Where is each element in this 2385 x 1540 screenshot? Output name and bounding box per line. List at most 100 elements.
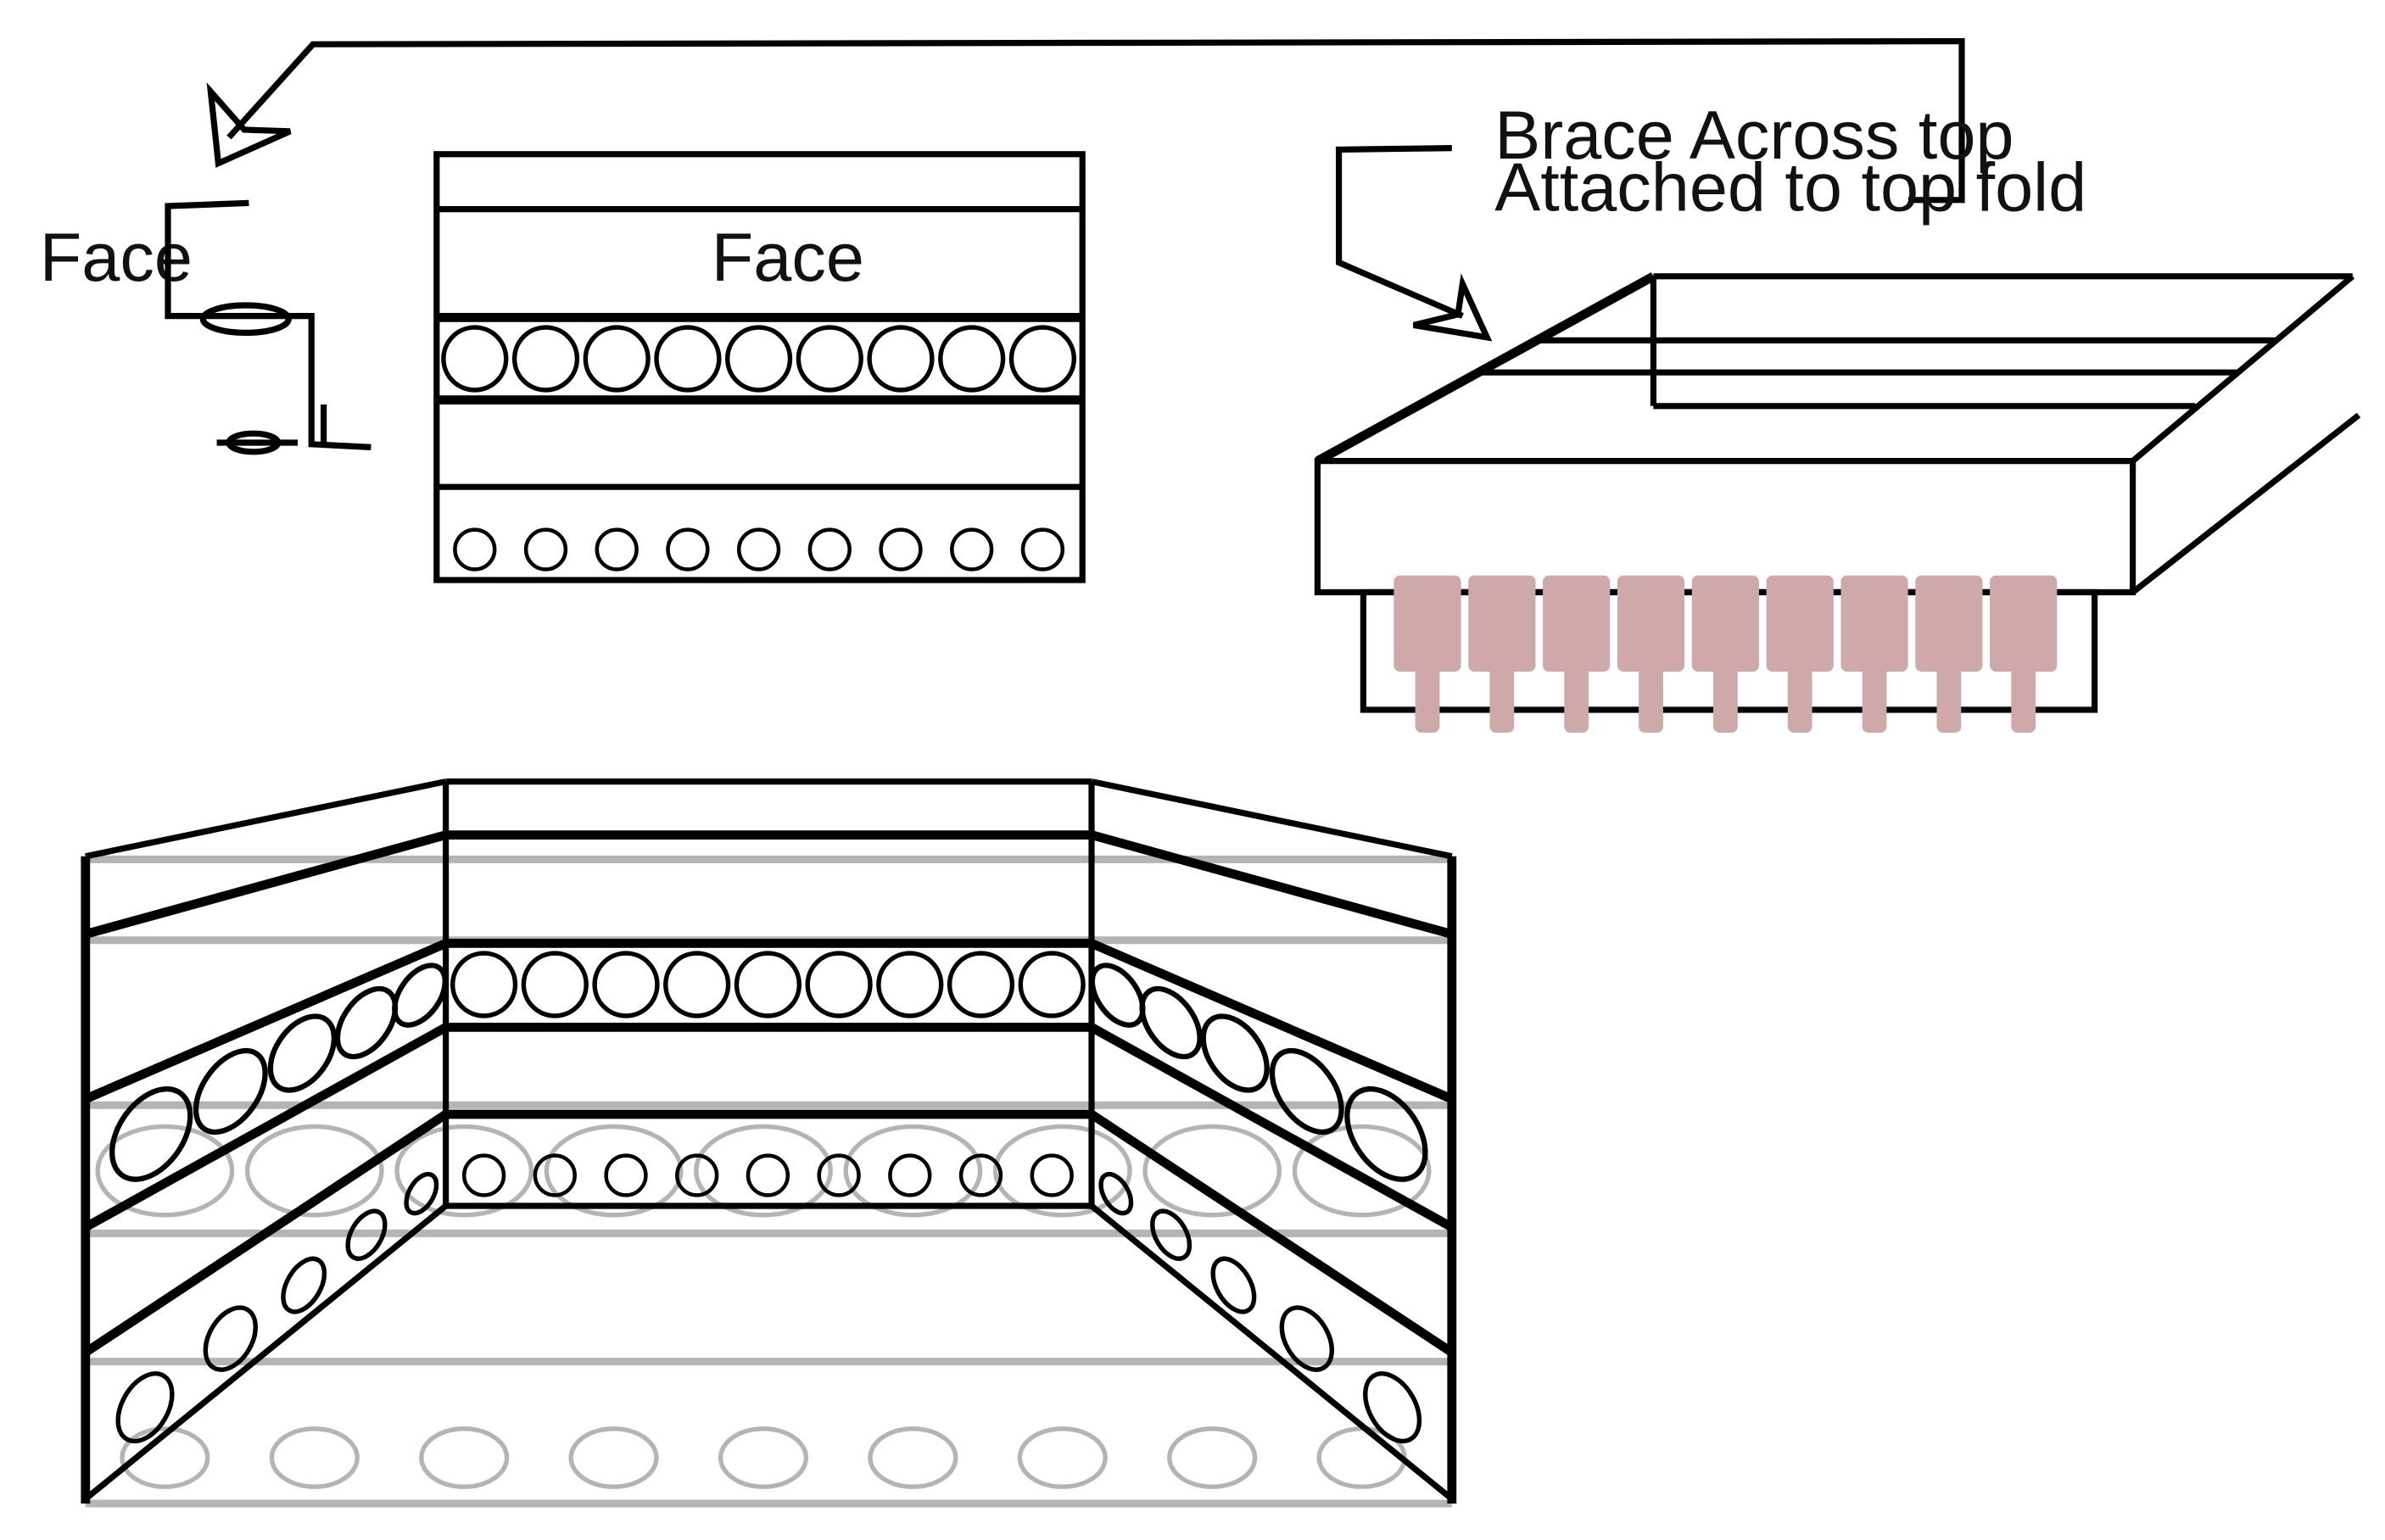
brace-callout: Brace Across top Attached to top fold [1335,98,2086,342]
wall-hole [115,1371,175,1444]
ghost-hole [868,1426,958,1489]
hole [950,527,994,572]
bottle-body [1990,575,2058,672]
front-upper-holes [441,325,1076,393]
wall-hole [1363,1371,1422,1444]
hole [746,1153,790,1197]
hole [947,951,1015,1018]
ghost-hole [1167,1426,1258,1489]
ghost-hole [1017,1426,1108,1489]
ghost-hole [544,1124,684,1218]
wall-hole [1344,1085,1428,1182]
wall-hole [1139,985,1203,1060]
wall-hole [267,1013,338,1093]
bottle-body [1691,575,1759,672]
hole [736,527,781,572]
hole [958,1153,1003,1197]
bottle-neck [1639,665,1663,733]
back-panel-ghost [85,855,1452,1508]
bottle-body [1468,575,1536,672]
hole [441,325,509,393]
hole [461,1153,506,1197]
bottle-neck [1787,665,1812,733]
wall-hole [203,1305,258,1372]
wall-hole [1210,1256,1257,1314]
hole [1030,1153,1074,1197]
wall-hole [1200,1013,1270,1093]
hole [663,951,731,1018]
ghost-hole [419,1426,510,1489]
bottle-neck [1712,665,1738,733]
bottle-neck [1489,665,1515,733]
tray-3d-view [1314,272,2361,733]
ghost-hole [843,1124,983,1218]
right-wall-holes [1089,962,1428,1444]
hole [807,527,852,572]
front-lower-holes [453,527,1065,572]
hole [734,951,802,1018]
hole [666,527,710,572]
bottle-neck [1862,665,1887,733]
wall-hole [1098,1171,1134,1216]
hole [796,325,863,393]
hole [450,951,518,1018]
bottle-body [1766,575,1834,672]
wall-hole [1150,1208,1192,1261]
bottle-body [1617,575,1685,672]
wall-hole [345,1208,388,1261]
hole [879,527,923,572]
bottle-body [1915,575,1983,672]
hole [1008,325,1076,393]
wall-hole [1269,1047,1344,1135]
wall-hole [1279,1305,1334,1372]
wall-hole [334,985,399,1060]
bottle-neck [1936,665,1962,733]
hole [938,325,1006,393]
ghost-upper-holes [95,1124,1432,1218]
ghost-hole [244,1124,384,1218]
hole [523,527,568,572]
brace-label-line1: Brace Across top [1494,98,2014,174]
side-profile: Face [40,199,371,455]
hole [888,1153,932,1197]
ghost-hole [568,1426,659,1489]
hole [521,951,589,1018]
ghost-hole [718,1426,809,1489]
ghost-hole [269,1426,360,1489]
wall-hole [109,1085,193,1182]
hole [1018,951,1086,1018]
ghost-hole [694,1124,833,1218]
hole [453,527,497,572]
ghost-lower-holes [120,1426,1407,1489]
connector-arrow [206,37,1965,204]
hole [592,951,660,1018]
hole [876,951,944,1018]
hole [724,325,793,393]
hole [654,325,722,393]
brace-label-line2: Attached to top fold [1494,149,2086,226]
hole [533,1153,577,1197]
wall-hole [281,1256,327,1314]
bottle-body [1543,575,1611,672]
bottle-neck [1564,665,1589,733]
hole [675,1153,719,1197]
left-wall-holes [109,962,448,1444]
hole [805,951,873,1018]
bottle-neck [2011,665,2036,733]
bottle-body [1394,575,1461,672]
ghost-hole [1292,1124,1432,1218]
ghost-hole [95,1124,235,1218]
front-face-label: Face [712,220,864,296]
ghost-hole [992,1124,1132,1218]
ghost-hole [120,1426,210,1489]
hole [1020,527,1065,572]
hole [583,325,651,393]
wall-hole [1089,962,1146,1028]
hole [595,527,639,572]
hole [511,325,580,393]
open-box-perspective [81,778,1457,1508]
bottle-body [1840,575,1908,672]
ghost-hole [394,1124,534,1218]
front-view: Face [433,151,1086,583]
